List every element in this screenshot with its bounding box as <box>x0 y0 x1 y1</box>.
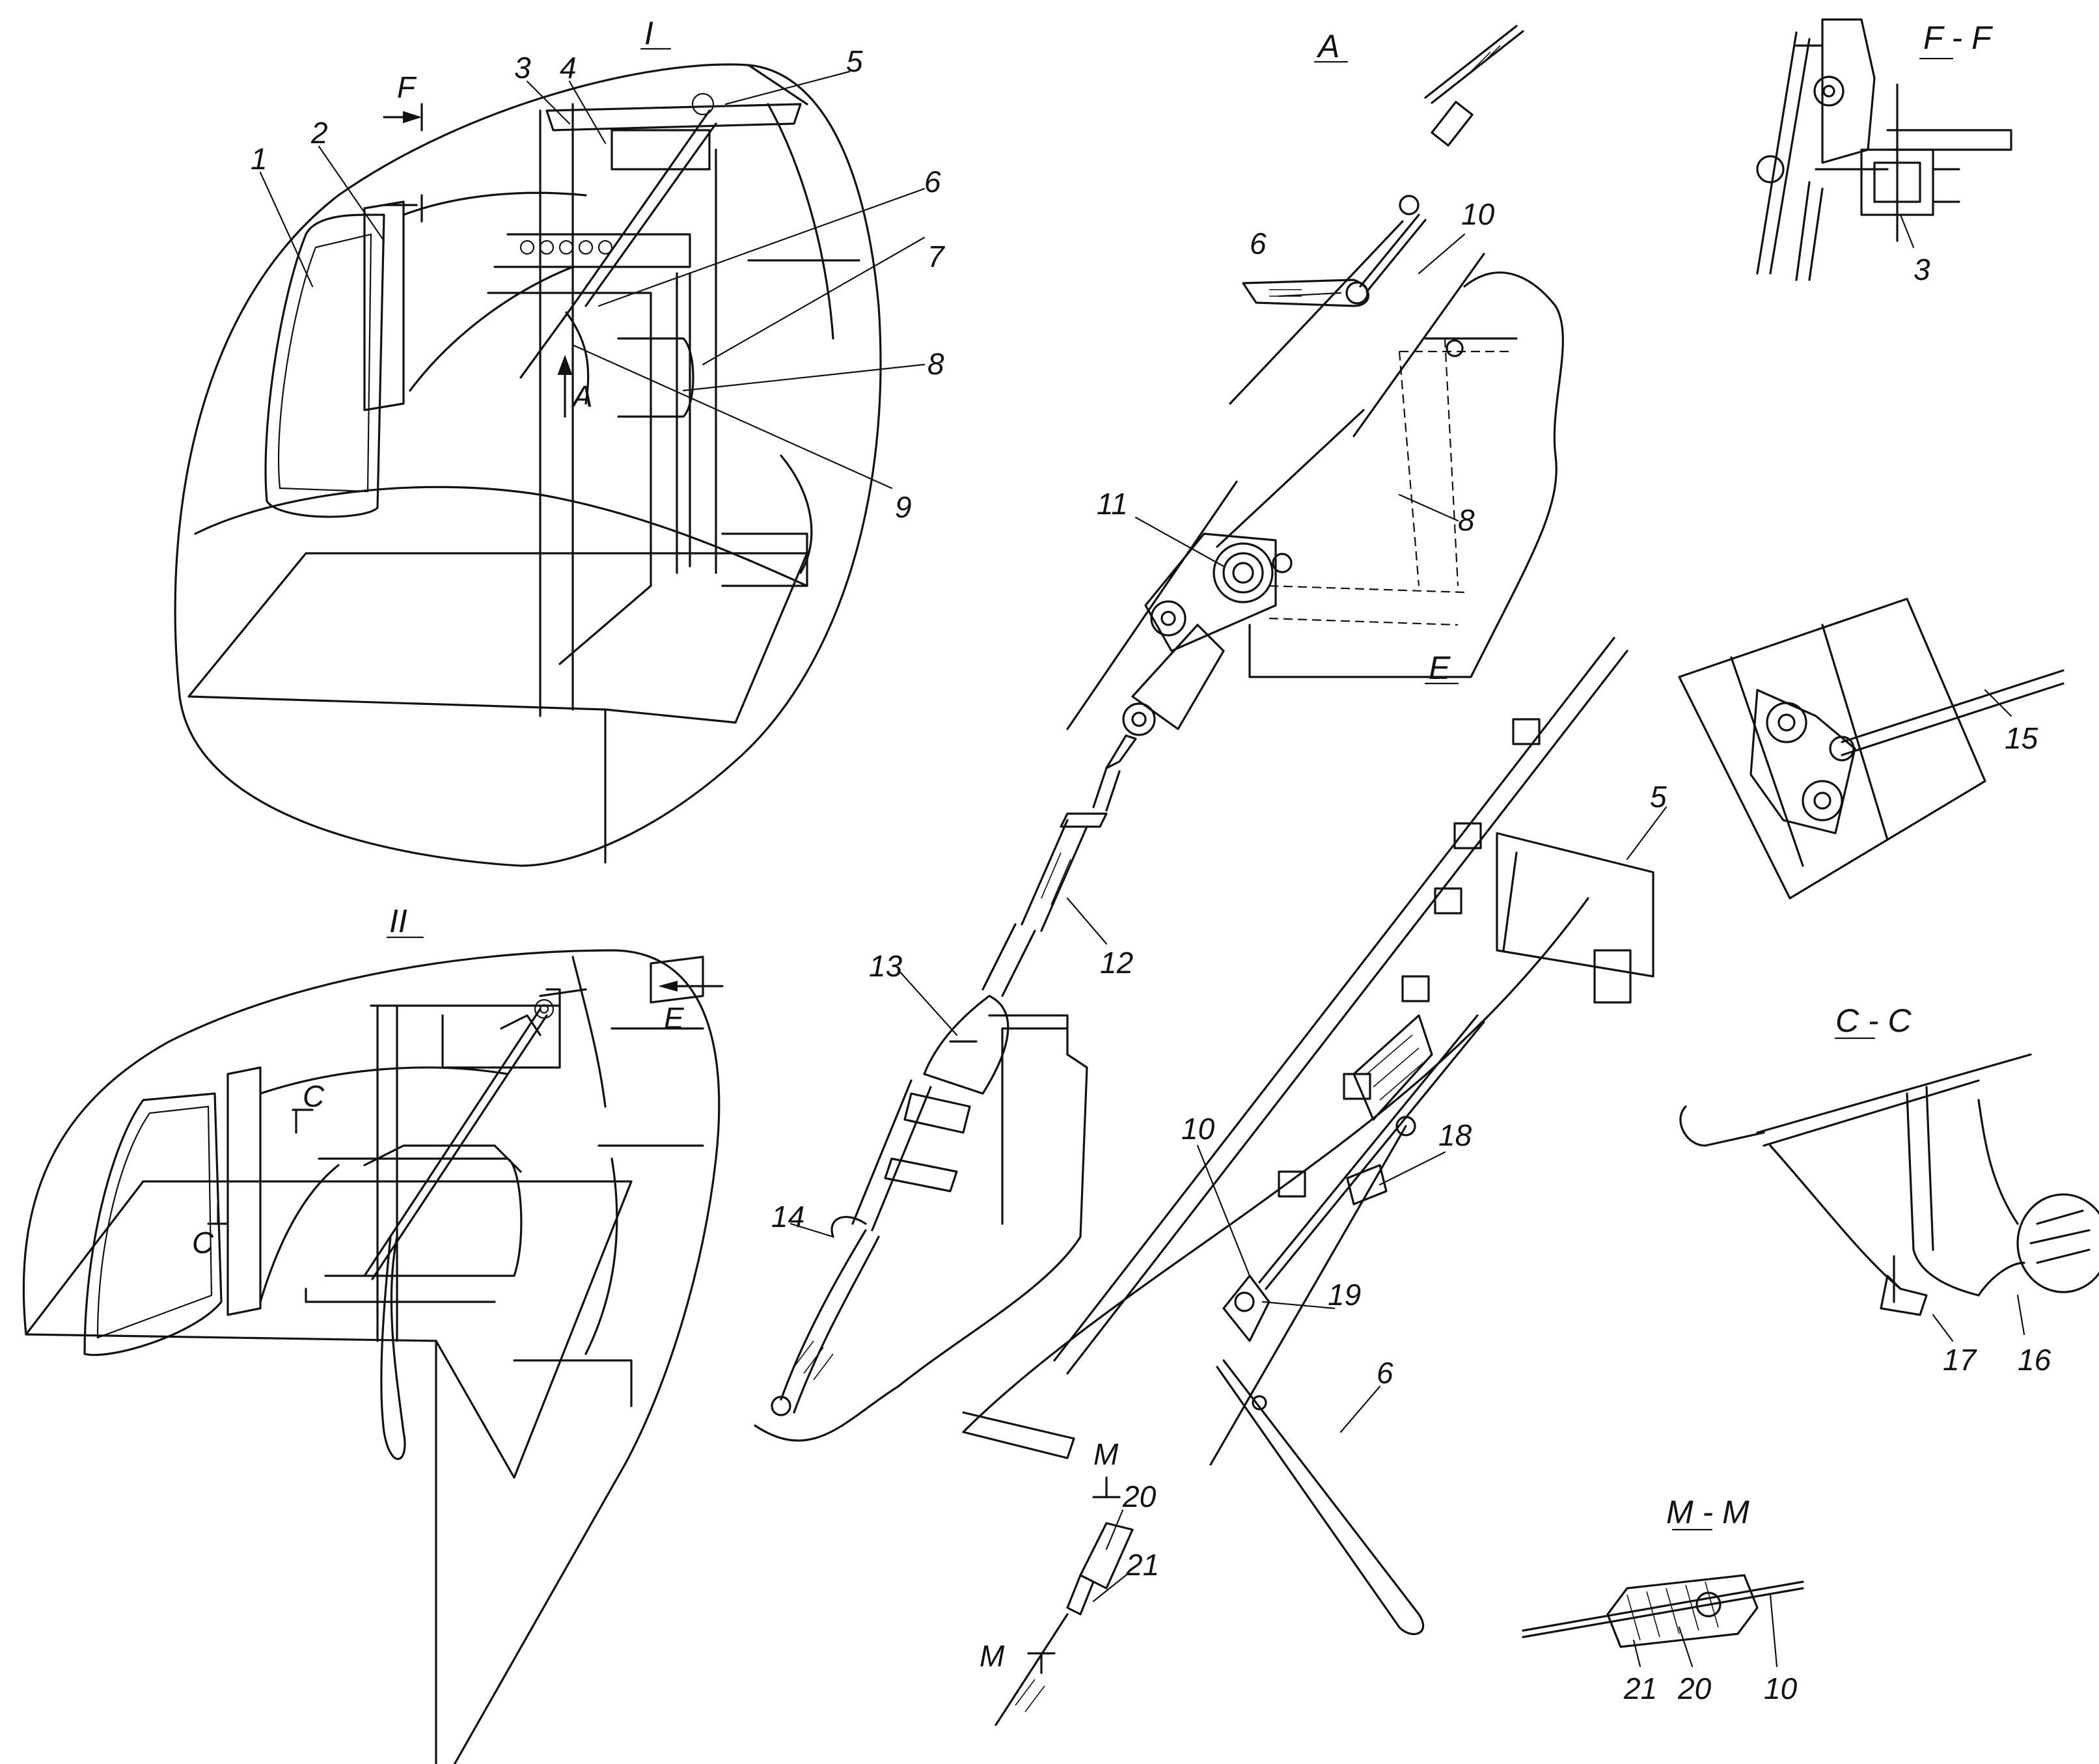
callout-8-view-i: 8 <box>927 347 944 381</box>
callout-8-view-a: 8 <box>1458 503 1475 537</box>
section-ff-title: F - F <box>1923 20 1993 56</box>
callout-20-view-e: 20 <box>1122 1480 1157 1513</box>
view-ii-canopy-drawing <box>22 936 724 1764</box>
callout-16: 16 <box>2018 1343 2051 1377</box>
view-e-detail-drawing <box>962 637 1667 1726</box>
callout-14: 14 <box>771 1200 804 1233</box>
callout-10-section-mm: 10 <box>1764 1672 1798 1705</box>
view-i-canopy-drawing <box>174 48 926 867</box>
callout-1: 1 <box>251 142 268 176</box>
callout-17: 17 <box>1943 1343 1977 1377</box>
detail-15-drawing <box>1678 598 2065 900</box>
callout-21-view-e: 21 <box>1125 1548 1159 1582</box>
callout-9: 9 <box>895 490 912 524</box>
callout-3: 3 <box>514 51 531 85</box>
callout-13: 13 <box>869 949 903 983</box>
callout-6-view-i: 6 <box>924 165 941 199</box>
marker-e: E <box>664 1001 685 1035</box>
callout-3-section-ff: 3 <box>1914 253 1930 286</box>
section-mm-drawing <box>1522 1528 1804 1668</box>
marker-m-bottom: M <box>980 1639 1005 1673</box>
callout-4: 4 <box>560 51 577 85</box>
view-a-title: A <box>1316 28 1339 64</box>
section-cc-drawing <box>1679 1037 2099 1342</box>
callout-12: 12 <box>1100 946 1133 980</box>
callout-18: 18 <box>1438 1118 1472 1152</box>
section-ff-drawing <box>1756 18 2012 281</box>
callout-5: 5 <box>846 44 863 78</box>
marker-c-left: C <box>192 1226 214 1260</box>
callout-6-view-a: 6 <box>1250 227 1267 260</box>
marker-m-top: M <box>1093 1437 1119 1471</box>
callout-15: 15 <box>2005 721 2038 755</box>
marker-c-right: C <box>303 1079 325 1113</box>
view-a-detail-drawing <box>754 25 1564 1442</box>
callout-10-view-e: 10 <box>1181 1112 1215 1146</box>
callout-2: 2 <box>310 116 328 150</box>
marker-f: F <box>397 70 417 104</box>
view-ii-title: II <box>389 903 407 939</box>
callout-5-view-e: 5 <box>1650 780 1667 814</box>
section-cc-title: C - C <box>1835 1002 1912 1039</box>
callout-10-view-a: 10 <box>1461 197 1495 231</box>
callout-7: 7 <box>927 240 945 273</box>
view-i-title: I <box>644 15 653 51</box>
callout-6-view-e: 6 <box>1377 1356 1393 1390</box>
section-mm-title: M - M <box>1666 1494 1749 1530</box>
marker-a: A <box>571 379 593 413</box>
callout-20-section-mm: 20 <box>1677 1672 1712 1705</box>
callout-21-section-mm: 21 <box>1623 1672 1657 1705</box>
callout-11: 11 <box>1097 487 1128 521</box>
view-e-title: E <box>1429 650 1451 686</box>
callout-19: 19 <box>1328 1278 1361 1312</box>
